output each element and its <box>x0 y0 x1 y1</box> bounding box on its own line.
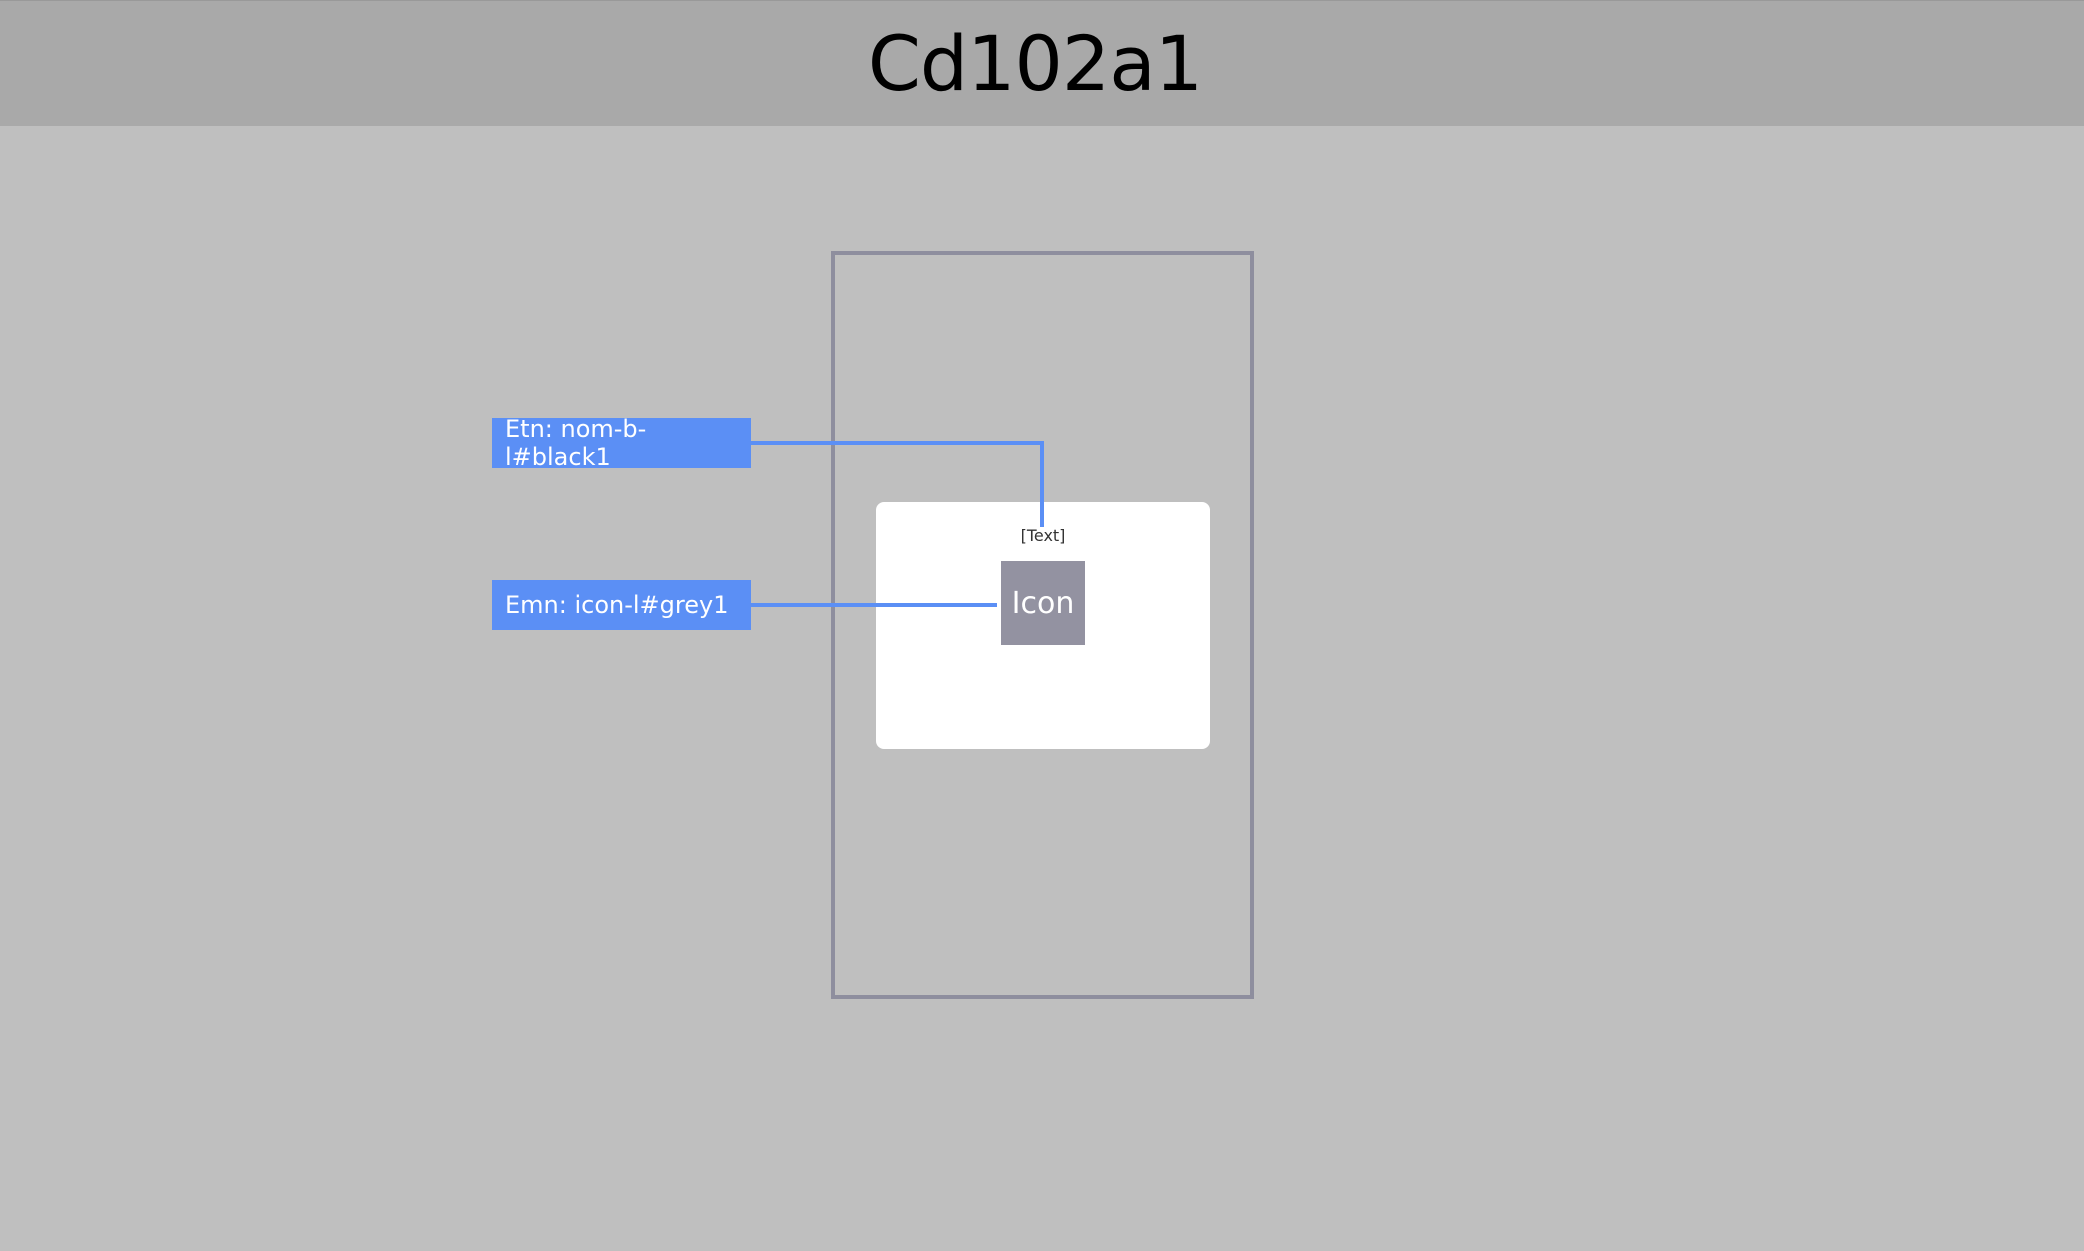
content-card: [Text] Icon <box>876 502 1210 749</box>
card-text-label: [Text] <box>1020 526 1066 545</box>
placeholder-icon: Icon <box>1001 561 1085 645</box>
page-title: Cd102a1 <box>867 19 1203 108</box>
annotation-tag-text: Etn: nom-b-l#black1 <box>492 415 751 471</box>
device-frame <box>831 251 1254 999</box>
annotation-label: Emn: icon-l#grey1 <box>505 591 729 619</box>
header-bar: Cd102a1 <box>0 0 2084 126</box>
annotation-tag-icon: Emn: icon-l#grey1 <box>492 580 751 630</box>
icon-label: Icon <box>1011 585 1075 621</box>
annotation-label: Etn: nom-b-l#black1 <box>505 415 647 471</box>
